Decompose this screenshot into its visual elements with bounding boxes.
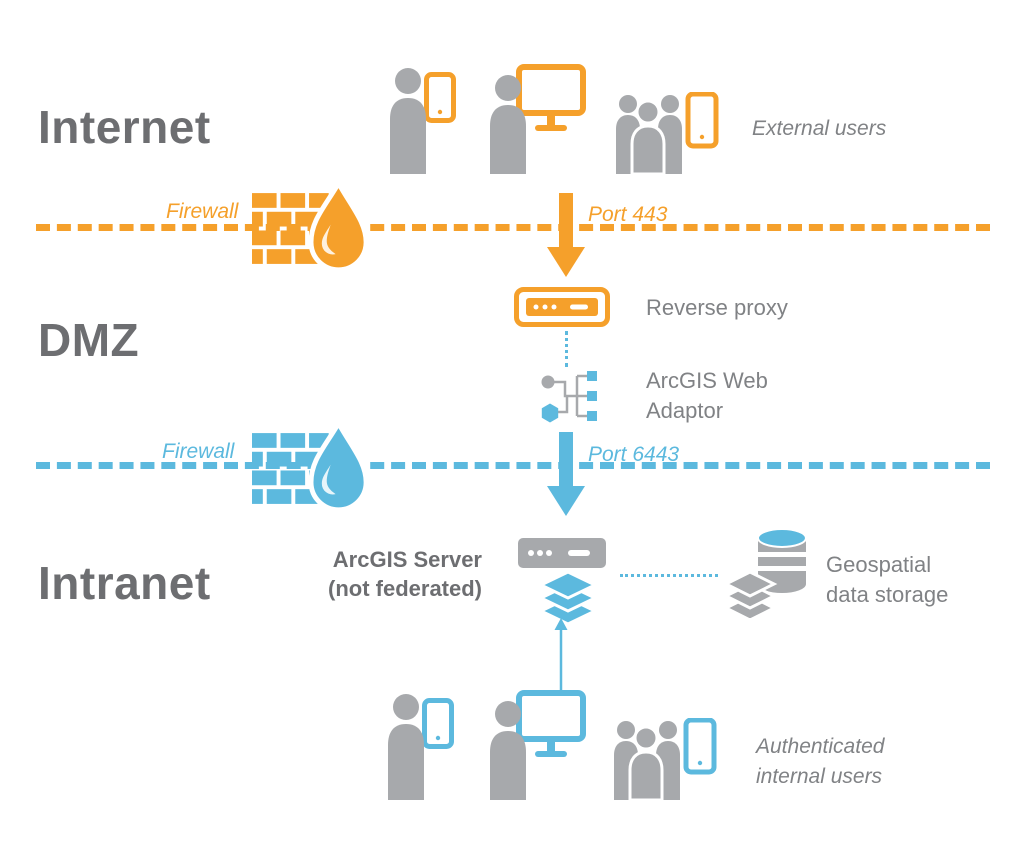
storage-icon <box>724 528 810 618</box>
monitor-user-icon-internal <box>486 690 586 800</box>
port-443-label: Port 443 <box>588 203 668 226</box>
monitor-user-icon <box>486 64 586 174</box>
arcgis-server-label: ArcGIS Server (not federated) <box>328 547 482 601</box>
zone-label-dmz: DMZ <box>38 314 140 366</box>
firewall-icon-bottom <box>252 421 372 516</box>
firewall-top-label: Firewall <box>166 200 239 223</box>
port-6443-label: Port 6443 <box>588 443 680 466</box>
firewall-bottom-label: Firewall <box>162 440 235 463</box>
zone-label-internet: Internet <box>38 101 211 153</box>
arcgis-server-icon <box>516 536 616 624</box>
web-adaptor-label: ArcGIS Web Adaptor <box>646 368 768 423</box>
reverse-proxy-icon <box>514 287 610 327</box>
external-users-label: External users <box>752 117 887 140</box>
server-to-storage-connector <box>620 574 718 577</box>
tablet-user-icon-internal <box>384 692 454 800</box>
user-group-icon-internal <box>610 718 718 800</box>
user-group-icon <box>612 92 720 174</box>
storage-label: Geospatial data storage <box>826 552 949 607</box>
zone-label-intranet: Intranet <box>38 557 211 609</box>
internal-users-label: Authenticated internal users <box>756 735 885 788</box>
firewall-boundary-line-top <box>36 224 990 231</box>
tablet-user-icon <box>386 66 456 174</box>
firewall-boundary-line-bottom <box>36 462 990 469</box>
firewall-icon-top <box>252 181 372 276</box>
port-443-arrow-icon <box>546 193 586 278</box>
port-6443-arrow-icon <box>546 432 586 517</box>
internal-users-arrow-icon <box>553 618 569 692</box>
proxy-to-adaptor-connector <box>565 331 568 367</box>
web-adaptor-icon <box>537 368 601 426</box>
reverse-proxy-label: Reverse proxy <box>646 295 788 320</box>
